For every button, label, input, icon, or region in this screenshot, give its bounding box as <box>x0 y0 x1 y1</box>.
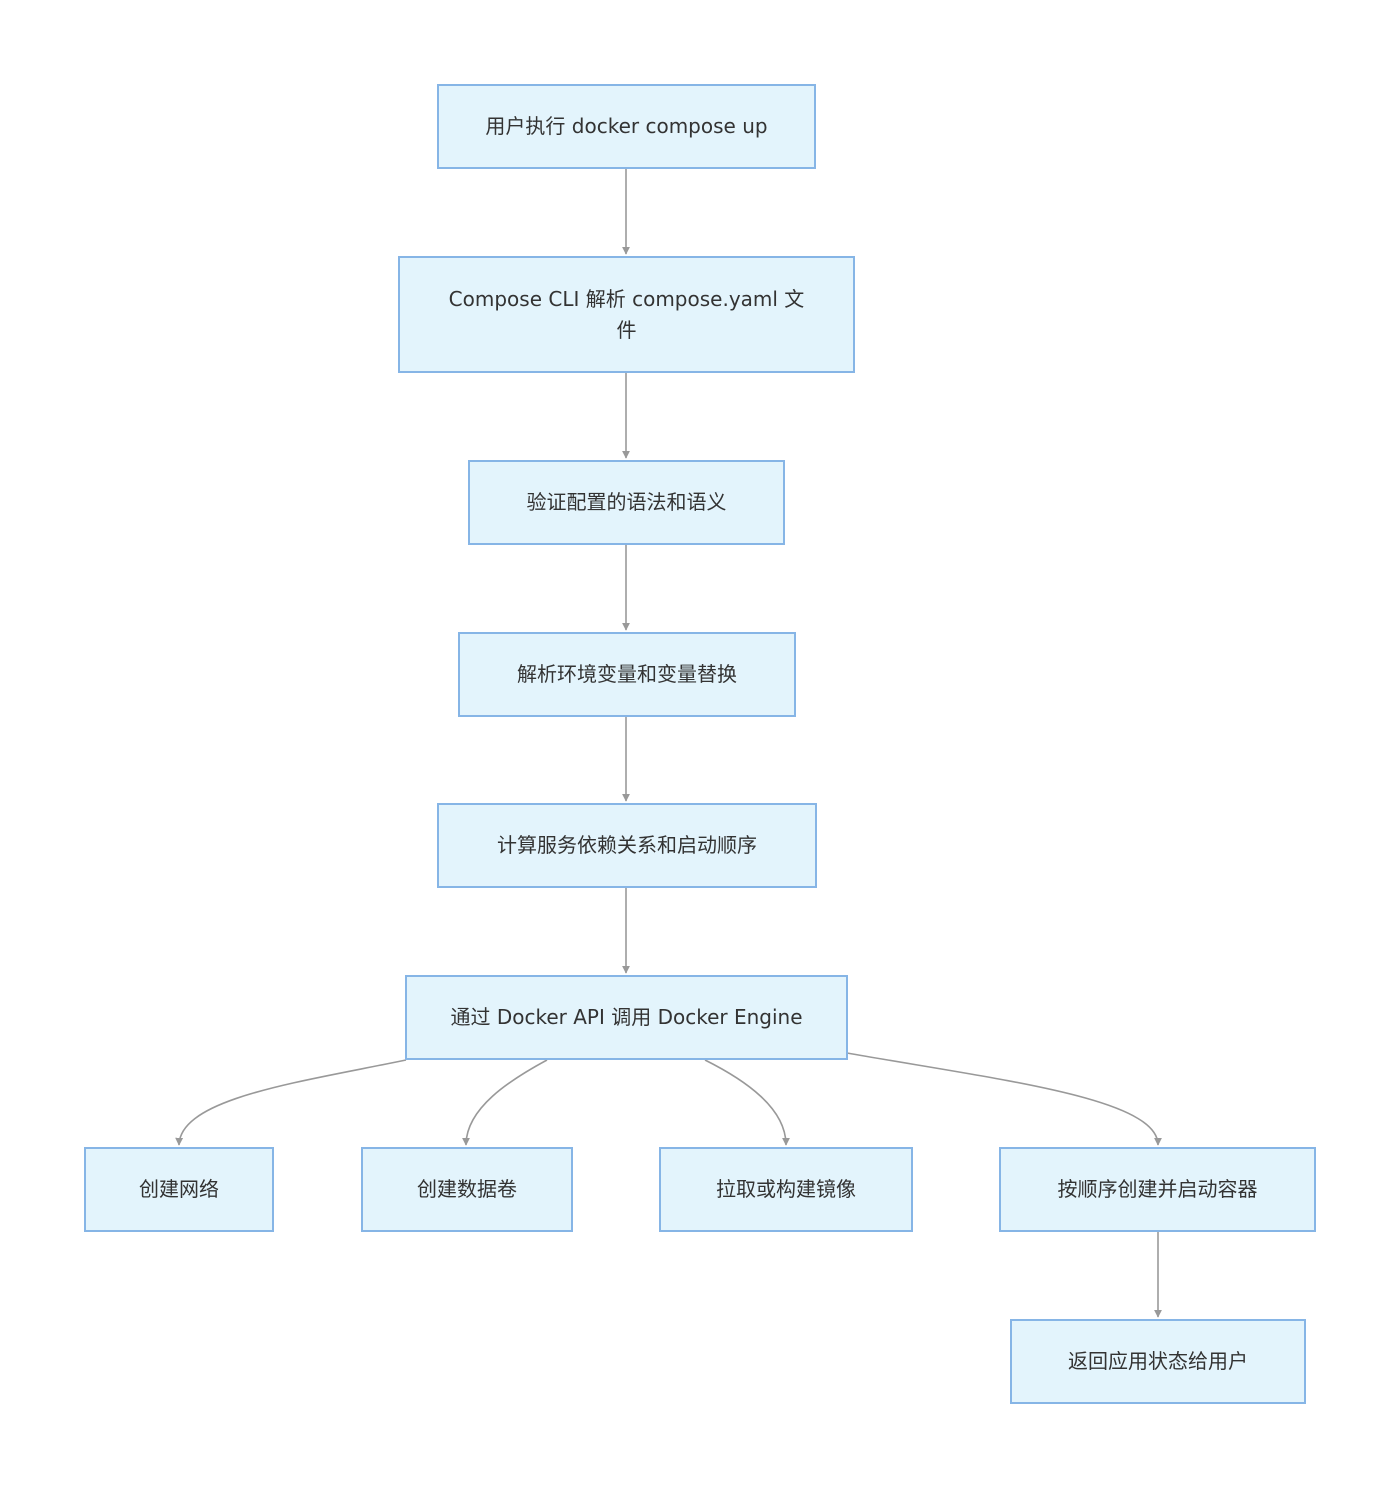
node-label: 解析环境变量和变量替换 <box>517 662 737 686</box>
node-pull-or-build-images: 拉取或构建镜像 <box>659 1147 913 1232</box>
edge-n6-n7 <box>175 1059 407 1146</box>
node-label: 创建网络 <box>139 1177 219 1201</box>
edge-n6-n8 <box>462 1059 548 1146</box>
node-user-runs-compose-up: 用户执行 docker compose up <box>437 84 816 169</box>
node-validate-config: 验证配置的语法和语义 <box>468 460 785 545</box>
node-label: 返回应用状态给用户 <box>1068 1349 1248 1373</box>
node-cli-parse-yaml: Compose CLI 解析 compose.yaml 文件 <box>398 256 855 373</box>
node-resolve-env-vars: 解析环境变量和变量替换 <box>458 632 796 717</box>
edge-n6-n9 <box>704 1059 790 1146</box>
node-label: Compose CLI 解析 compose.yaml 文件 <box>448 286 805 342</box>
node-label: 验证配置的语法和语义 <box>526 490 727 514</box>
node-compute-dependencies: 计算服务依赖关系和启动顺序 <box>437 803 817 888</box>
node-label: 计算服务依赖关系和启动顺序 <box>497 833 757 857</box>
node-label: 创建数据卷 <box>417 1177 517 1201</box>
node-label: 通过 Docker API 调用 Docker Engine <box>450 1005 803 1029</box>
node-return-status: 返回应用状态给用户 <box>1010 1319 1306 1404</box>
node-create-network: 创建网络 <box>84 1147 274 1232</box>
node-label: 拉取或构建镜像 <box>716 1177 856 1201</box>
edge-n6-n10 <box>846 1052 1162 1146</box>
node-label: 按顺序创建并启动容器 <box>1057 1177 1258 1201</box>
node-call-docker-engine: 通过 Docker API 调用 Docker Engine <box>405 975 848 1060</box>
node-label: 用户执行 docker compose up <box>485 114 768 138</box>
node-start-containers: 按顺序创建并启动容器 <box>999 1147 1316 1232</box>
node-create-volumes: 创建数据卷 <box>361 1147 573 1232</box>
